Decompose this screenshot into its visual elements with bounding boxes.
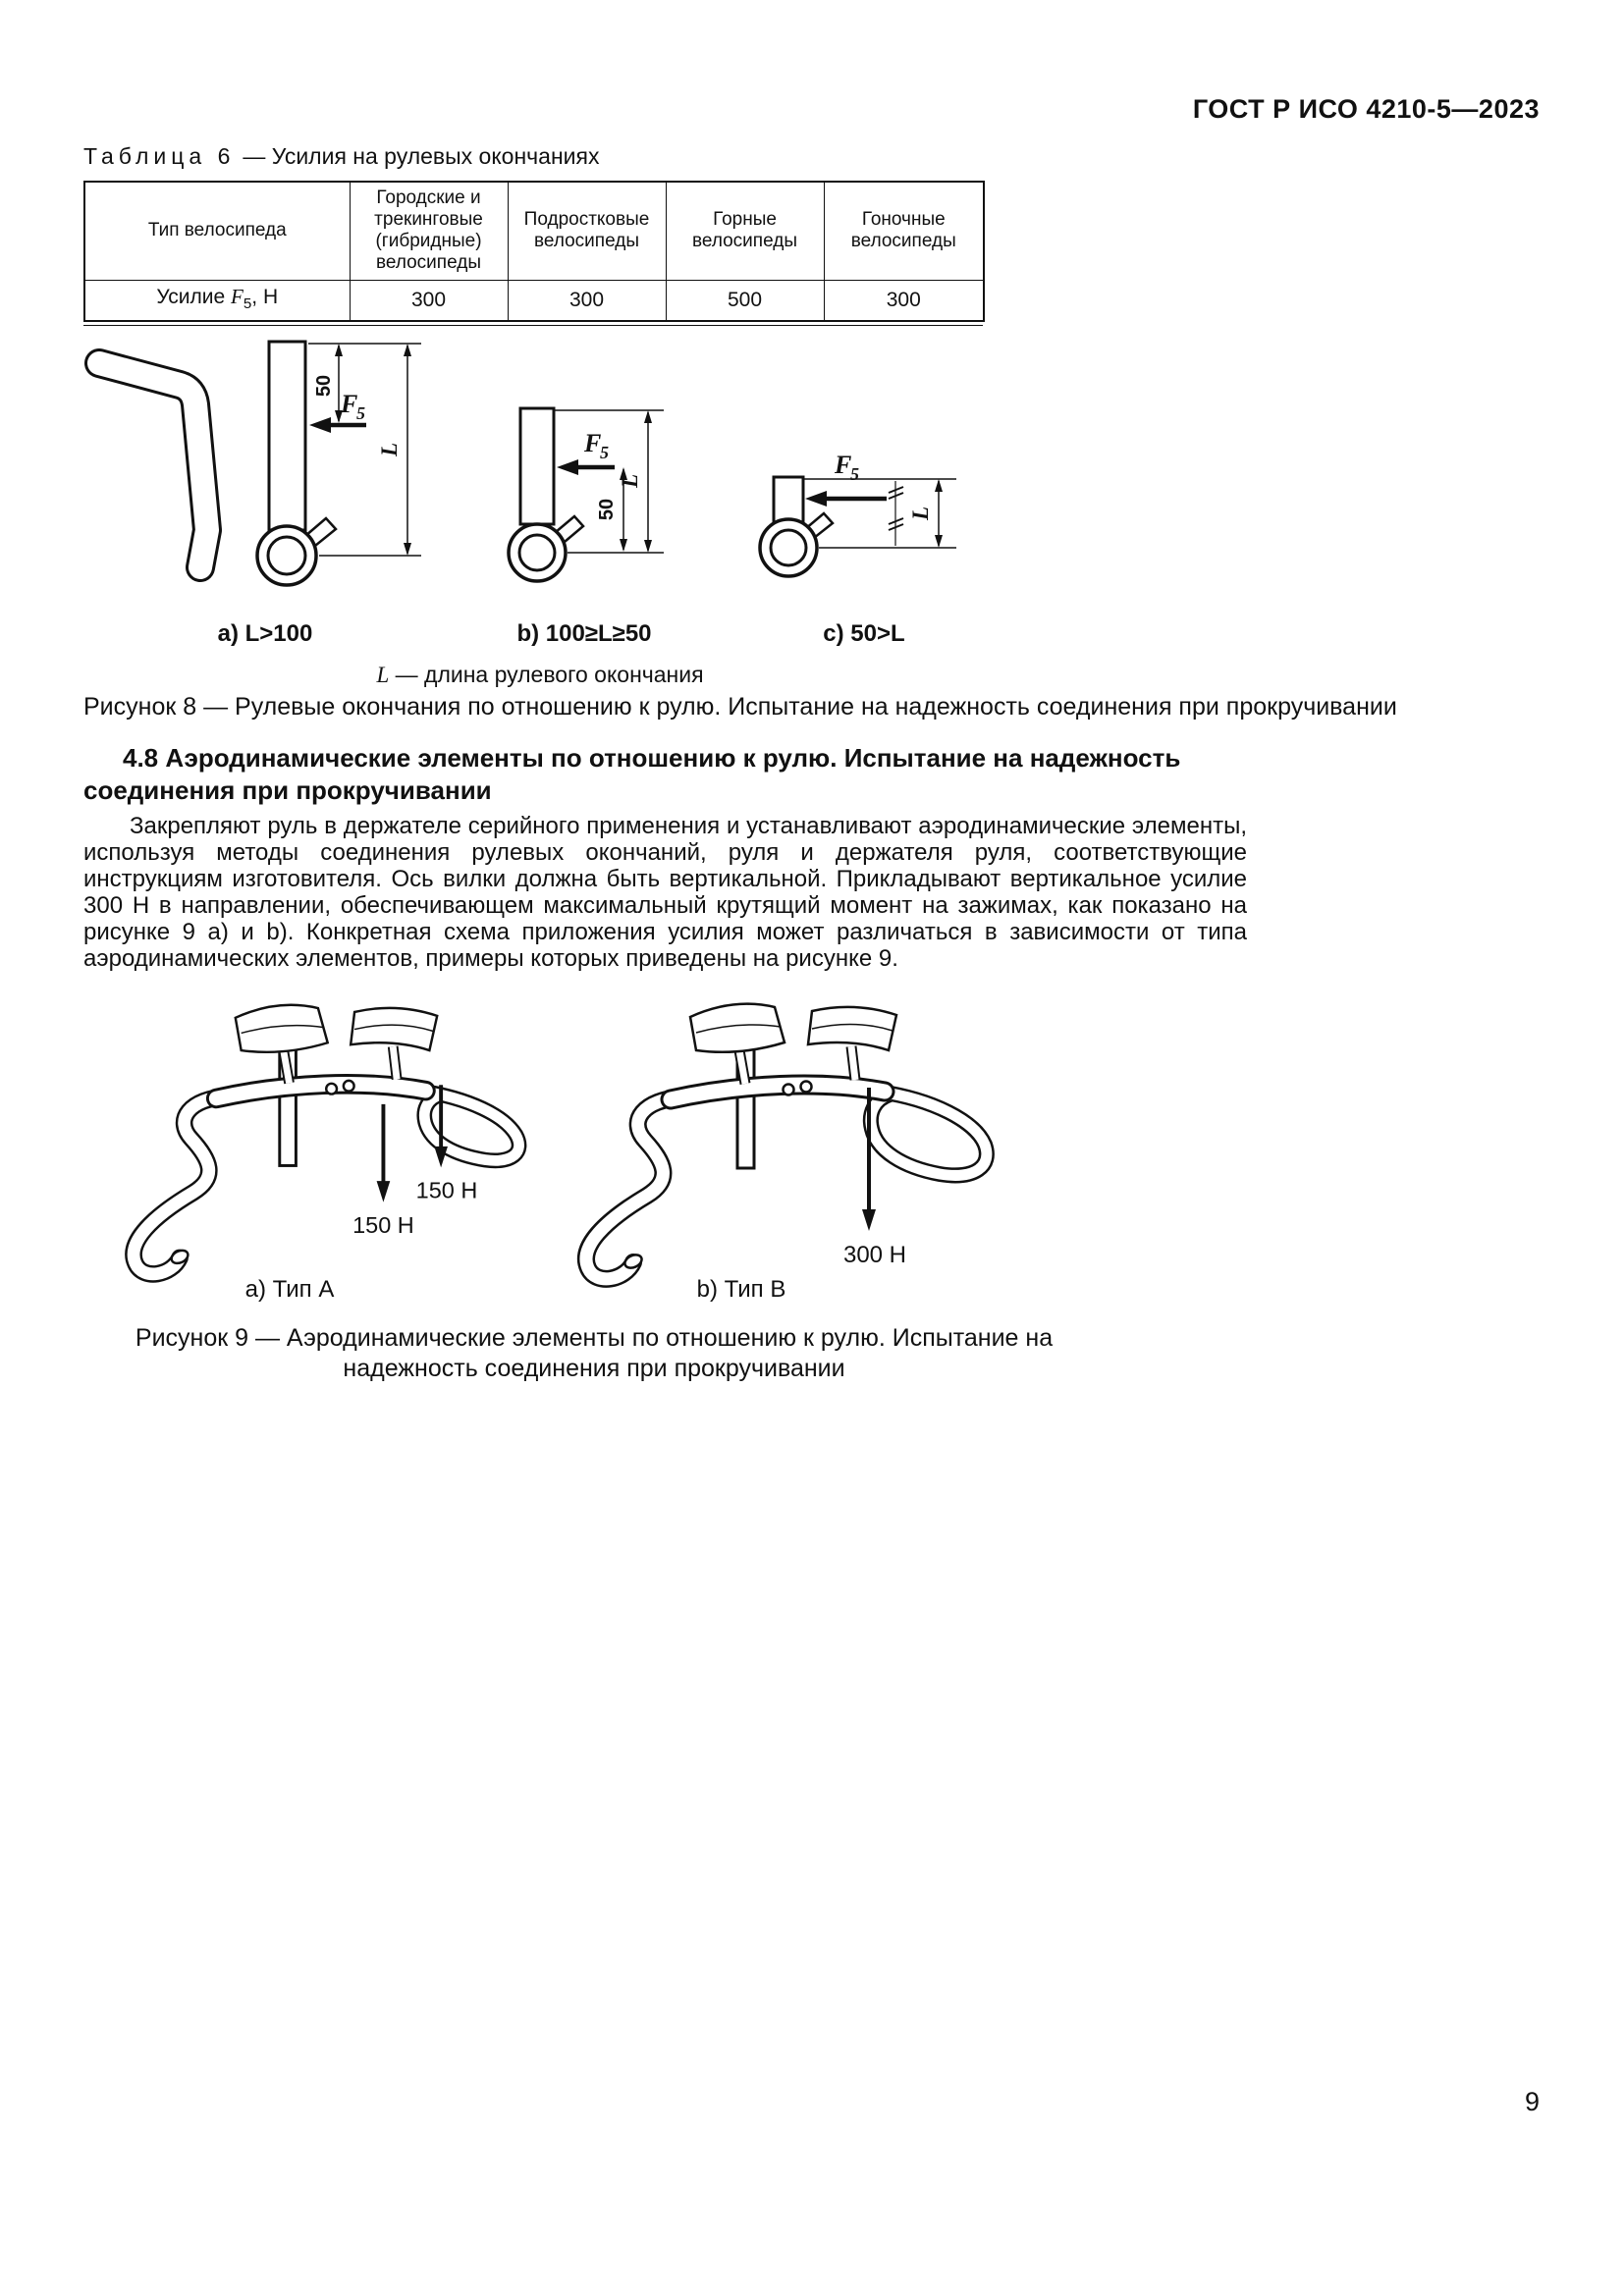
table-row: Усилие F5, Н 300 300 500 300 [83, 279, 985, 322]
figure-9a-drawing: 150 Н 150 Н [125, 1003, 527, 1283]
bar-end-stub [772, 475, 805, 524]
figure-9: 150 Н 150 Н 300 Н a) Тип A b) Тип B [83, 980, 1085, 1318]
subfigure-label-c: c) 50>L [823, 620, 905, 647]
svg-text:5: 5 [850, 464, 859, 484]
forces-table-wrap: Тип велосипеда Городские и трекинговые (… [83, 181, 985, 326]
figure-8-legend: L — длина рулевого окончания [376, 662, 704, 687]
force-label: F [583, 429, 601, 457]
svg-text:5: 5 [600, 443, 609, 462]
tube-open-end [623, 1254, 643, 1269]
figure-9b-drawing: 300 Н [577, 1002, 995, 1288]
running-header: ГОСТ Р ИСО 4210-5—2023 [1192, 94, 1540, 124]
subfigure-label-b: b) Тип B [696, 1276, 786, 1303]
table-bottom-rule [83, 325, 983, 326]
force-row-label: Усилие F5, Н [83, 279, 351, 322]
force-label: F [340, 390, 357, 418]
armrest-pad [688, 1002, 786, 1054]
force-value-label: 150 Н [352, 1212, 414, 1238]
force-arrow [557, 459, 578, 475]
force-label: F [834, 451, 851, 479]
figure-8: 50 F 5 L F 5 50 L F [83, 330, 1085, 703]
figure-9-caption: Рисунок 9 — Аэродинамические элементы по… [135, 1324, 1054, 1382]
svg-text:5: 5 [356, 403, 365, 423]
col-header-young: Подростковые велосипеды [507, 181, 667, 281]
force-value-mountain: 500 [665, 279, 825, 322]
clamp-bolt [782, 1083, 795, 1096]
page-number: 9 [1524, 2087, 1540, 2116]
force-value-label: 150 Н [416, 1178, 478, 1203]
equal-mark [888, 517, 904, 525]
bar-end-tube [267, 340, 307, 532]
force-value-label: 300 Н [843, 1242, 906, 1268]
subfigure-label-b: b) 100≥L≥50 [516, 620, 652, 647]
col-header-mountain: Горные велосипеды [665, 181, 825, 281]
table-label: Таблица 6 [83, 143, 236, 169]
figure-8c-drawing: F 5 L [758, 451, 956, 578]
subfigure-label-a: a) L>100 [217, 620, 313, 647]
armrest-pad [806, 1005, 898, 1052]
subfigure-label-a: a) Тип A [244, 1276, 335, 1303]
col-header-racing: Гоночные велосипеды [823, 181, 985, 281]
section-heading: 4.8 Аэродинамические элементы по отношен… [83, 743, 1181, 805]
force-value-racing: 300 [823, 279, 985, 322]
equal-mark [888, 486, 904, 494]
force-value-city: 300 [349, 279, 509, 322]
clamp-bolt [325, 1082, 339, 1095]
body-paragraph: Закрепляют руль в держателе серийного пр… [83, 813, 1247, 972]
table-title: Таблица 6 — Усилия на рулевых окончаниях [83, 143, 599, 170]
clamp-bolt [799, 1080, 813, 1094]
figure-8-caption: Рисунок 8 — Рулевые окончания по отношен… [83, 693, 1397, 721]
force-value-young: 300 [507, 279, 667, 322]
armrest-pad [234, 1003, 330, 1054]
col-header-city: Городские и трекинговые (гибридные) вело… [349, 181, 509, 281]
figure-8b-drawing: F 5 50 L [507, 406, 664, 583]
clamp-bolt [342, 1079, 355, 1093]
force-arrow [805, 491, 827, 507]
dim-50-label: 50 [596, 499, 618, 520]
forces-table: Тип велосипеда Городские и трекинговые (… [83, 181, 985, 322]
dim-L-label: L [618, 474, 642, 489]
dim-L-label: L [908, 507, 933, 521]
col-header-bike-type: Тип велосипеда [83, 181, 351, 281]
table-title-text: — Усилия на рулевых окончаниях [243, 143, 600, 169]
dim-50-label: 50 [313, 375, 335, 397]
bar-end-tube [518, 406, 556, 526]
force-arrow [309, 417, 331, 433]
tube-open-end [170, 1249, 189, 1265]
dim-L-label: L [377, 443, 402, 457]
armrest-pad [349, 1006, 439, 1052]
figure-8a-drawing: 50 F 5 L [84, 340, 421, 587]
